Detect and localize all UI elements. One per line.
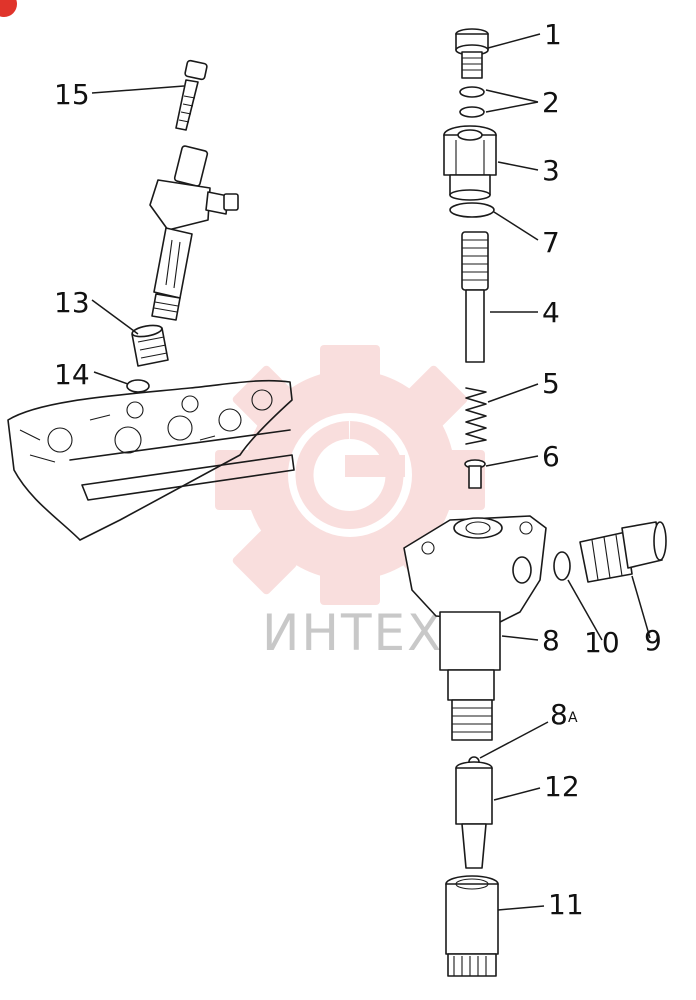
part-labels: 1 2 3 7 4 5 6 8 10 9 8 A 12 11 15 13 14	[54, 18, 662, 921]
part-8-body	[403, 515, 547, 741]
part-3-nut	[443, 125, 497, 201]
cylinder-head	[7, 379, 295, 541]
part-12-nozzle	[455, 761, 493, 869]
part-6-pin	[464, 459, 486, 489]
part-15-bolt	[175, 59, 208, 131]
label-9: 9	[644, 624, 662, 657]
part-10-washer	[553, 551, 571, 581]
part-2-washer-b	[459, 106, 485, 118]
watermark-text: ИНТЕХ	[262, 604, 443, 662]
leader-lines	[91, 33, 651, 911]
part-4-rod	[461, 231, 489, 363]
label-4: 4	[542, 296, 560, 329]
label-3: 3	[542, 154, 560, 187]
part-11-cap-nut	[445, 875, 499, 977]
part-2-washer-a	[459, 86, 485, 98]
label-6: 6	[542, 440, 560, 473]
label-1: 1	[544, 18, 562, 51]
part-14-washer	[126, 379, 150, 393]
corner-badge-icon	[0, 0, 17, 17]
label-10: 10	[584, 626, 620, 659]
label-12: 12	[544, 770, 580, 803]
injector-assembly	[149, 145, 239, 321]
part-5-spring	[465, 387, 487, 445]
part-7-oring	[449, 202, 495, 218]
label-8a: 8	[550, 698, 568, 731]
label-14: 14	[54, 358, 90, 391]
label-8: 8	[542, 624, 560, 657]
label-5: 5	[542, 367, 560, 400]
label-7: 7	[542, 226, 560, 259]
part-13-cup	[131, 324, 169, 367]
part-1-bolt	[455, 28, 489, 79]
label-2: 2	[542, 86, 560, 119]
label-11: 11	[548, 888, 584, 921]
part-9-fitting	[579, 521, 667, 583]
label-8a-sub: A	[568, 710, 578, 726]
label-15: 15	[54, 78, 90, 111]
label-13: 13	[54, 286, 90, 319]
